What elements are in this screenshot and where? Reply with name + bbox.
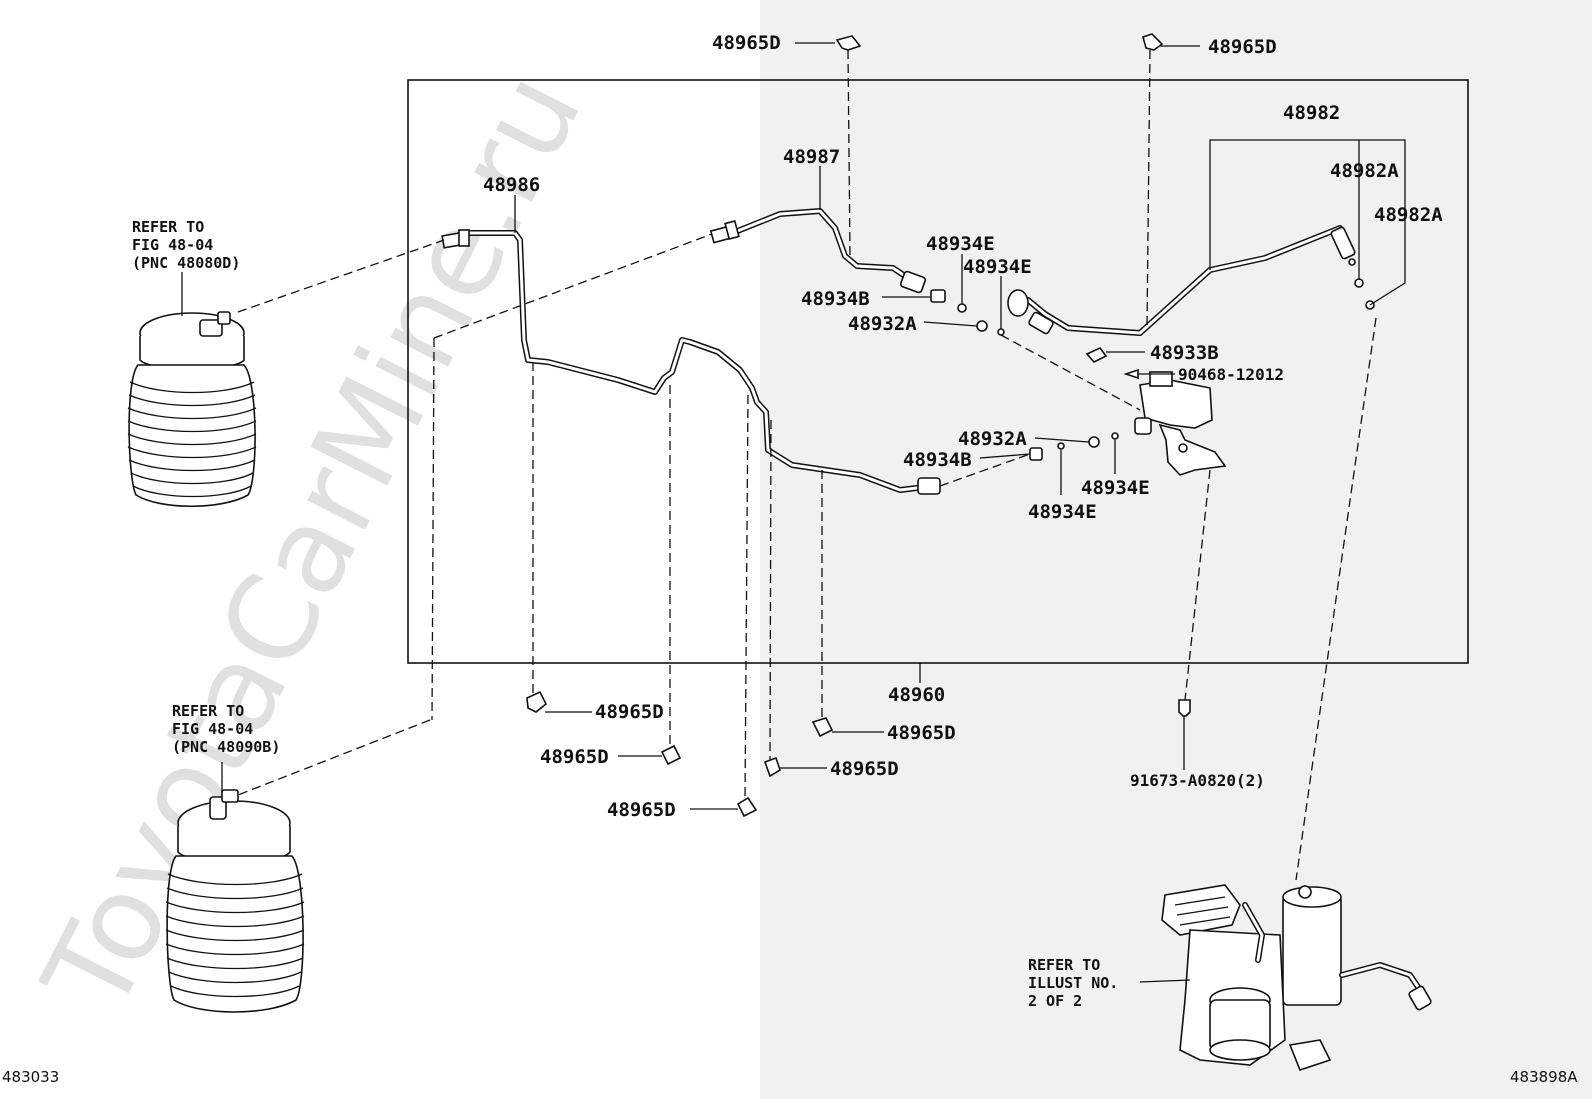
- refer-note-lower: REFER TO FIG 48-04 (PNC 48090B): [172, 702, 280, 756]
- clip-48965D-bottom-5: [811, 717, 834, 738]
- label-48934E-1: 48934E: [926, 233, 995, 255]
- refer-illust-line2: ILLUST NO.: [1028, 974, 1118, 992]
- washer-48932A-1: [976, 320, 988, 332]
- bolt-91673: [1178, 699, 1191, 717]
- label-48933B: 48933B: [1150, 342, 1219, 364]
- clip-48965D-bottom-4: [763, 756, 781, 778]
- label-48934E-2: 48934E: [963, 256, 1032, 278]
- refer-b-line1: REFER TO: [172, 702, 244, 720]
- fitting-48982-right: [1330, 226, 1356, 266]
- dash-48986-clip4: [769, 419, 772, 761]
- compressor-assembly[interactable]: [1161, 884, 1432, 1071]
- label-48965D-top-left: 48965D: [712, 32, 781, 54]
- label-91673-A0820: 91673-A0820(2): [1130, 771, 1265, 790]
- pipe-48982[interactable]: [1012, 225, 1343, 336]
- dash-valve: [1000, 334, 1141, 411]
- o-ring-48934E-4: [1111, 432, 1119, 440]
- label-48965D-top-right: 48965D: [1208, 36, 1277, 58]
- clamp-48933B: [1085, 347, 1108, 363]
- label-48932A-2: 48932A: [958, 428, 1027, 450]
- label-48982A-2: 48982A: [1374, 204, 1443, 226]
- fitting-48982-left: [1007, 289, 1054, 335]
- leader-48982-bracket: [1209, 139, 1406, 306]
- refer-a-line2: FIG 48-04: [132, 236, 213, 254]
- refer-note-illust: REFER TO ILLUST NO. 2 OF 2: [1028, 956, 1118, 1010]
- union-48934B-2: [1029, 447, 1043, 461]
- leader-48932A-1: [923, 321, 978, 327]
- watermark-text: ToyotaCarMine.ru: [17, 52, 608, 1034]
- air-spring-upper[interactable]: [127, 311, 257, 507]
- dash-tl-clip: [847, 49, 851, 256]
- leader-48932A-2: [1034, 437, 1090, 443]
- dash-b-union: [939, 453, 1031, 487]
- label-48932A-1: 48932A: [848, 313, 917, 335]
- dash-fig-b: [237, 719, 431, 796]
- air-spring-lower[interactable]: [165, 789, 305, 1013]
- label-48986: 48986: [483, 174, 540, 196]
- refer-note-upper: REFER TO FIG 48-04 (PNC 48080D): [132, 218, 240, 272]
- label-48982A-1: 48982A: [1330, 160, 1399, 182]
- footer-code-right: 483898A: [1510, 1068, 1578, 1086]
- fitting-48987-right: [899, 270, 927, 294]
- clip-48965D-bottom-3: [736, 796, 758, 818]
- footer-code-left: 483033: [2, 1068, 59, 1086]
- label-48934E-3: 48934E: [1028, 501, 1097, 523]
- o-ring-48982A-1: [1354, 278, 1364, 288]
- label-48965D-bottom-4: 48965D: [830, 758, 899, 780]
- leader-refer-illust: [1139, 979, 1191, 983]
- label-48934B-2: 48934B: [903, 449, 972, 471]
- fitting-48987-left: [709, 219, 740, 244]
- pipe-48986[interactable]: [463, 230, 928, 493]
- refer-illust-line3: 2 OF 2: [1028, 992, 1082, 1010]
- o-ring-48934E-3: [1057, 442, 1065, 450]
- clip-48965D-top-right: [1142, 33, 1164, 51]
- washer-48932A-2: [1088, 436, 1100, 448]
- height-control-valve[interactable]: [1134, 371, 1227, 476]
- label-48965D-bottom-5: 48965D: [887, 722, 956, 744]
- fitting-48986-right: [917, 477, 941, 495]
- bolt-90468: [1123, 368, 1139, 380]
- clip-48965D-bottom-1: [526, 690, 548, 713]
- o-ring-48934E-2: [997, 328, 1005, 336]
- leader-48934B-2: [979, 453, 1031, 459]
- dash-fig-b-pipe: [433, 233, 713, 339]
- clip-48965D-top-left: [835, 35, 862, 51]
- label-90468-12012: 90468-12012: [1178, 365, 1284, 384]
- refer-a-line1: REFER TO: [132, 218, 204, 236]
- dash-bolt-91673: [1184, 469, 1211, 701]
- label-48987: 48987: [783, 146, 840, 168]
- label-48965D-bottom-2: 48965D: [540, 746, 609, 768]
- label-48965D-bottom-3: 48965D: [607, 799, 676, 821]
- dash-tr-clip: [1146, 49, 1151, 326]
- label-48965D-bottom-1: 48965D: [595, 701, 664, 723]
- o-ring-48934E-1: [957, 303, 967, 313]
- fitting-48986-left: [441, 229, 470, 249]
- label-48934B-1: 48934B: [801, 288, 870, 310]
- assembly-frame-48960: [407, 79, 1469, 664]
- dash-48986-clip3: [744, 394, 749, 801]
- clip-48965D-bottom-2: [660, 744, 682, 766]
- dash-compressor: [1295, 317, 1377, 881]
- refer-b-line2: FIG 48-04: [172, 720, 253, 738]
- label-48960: 48960: [888, 684, 945, 706]
- union-48934B-1: [930, 289, 946, 303]
- refer-a-line3: (PNC 48080D): [132, 254, 240, 272]
- refer-b-line3: (PNC 48090B): [172, 738, 280, 756]
- label-48982: 48982: [1283, 102, 1340, 124]
- label-48934E-4: 48934E: [1081, 477, 1150, 499]
- dash-fig-a: [237, 239, 445, 313]
- dash-fig-b-vert: [431, 337, 435, 721]
- refer-illust-line1: REFER TO: [1028, 956, 1100, 974]
- pipe-48987[interactable]: [732, 208, 913, 283]
